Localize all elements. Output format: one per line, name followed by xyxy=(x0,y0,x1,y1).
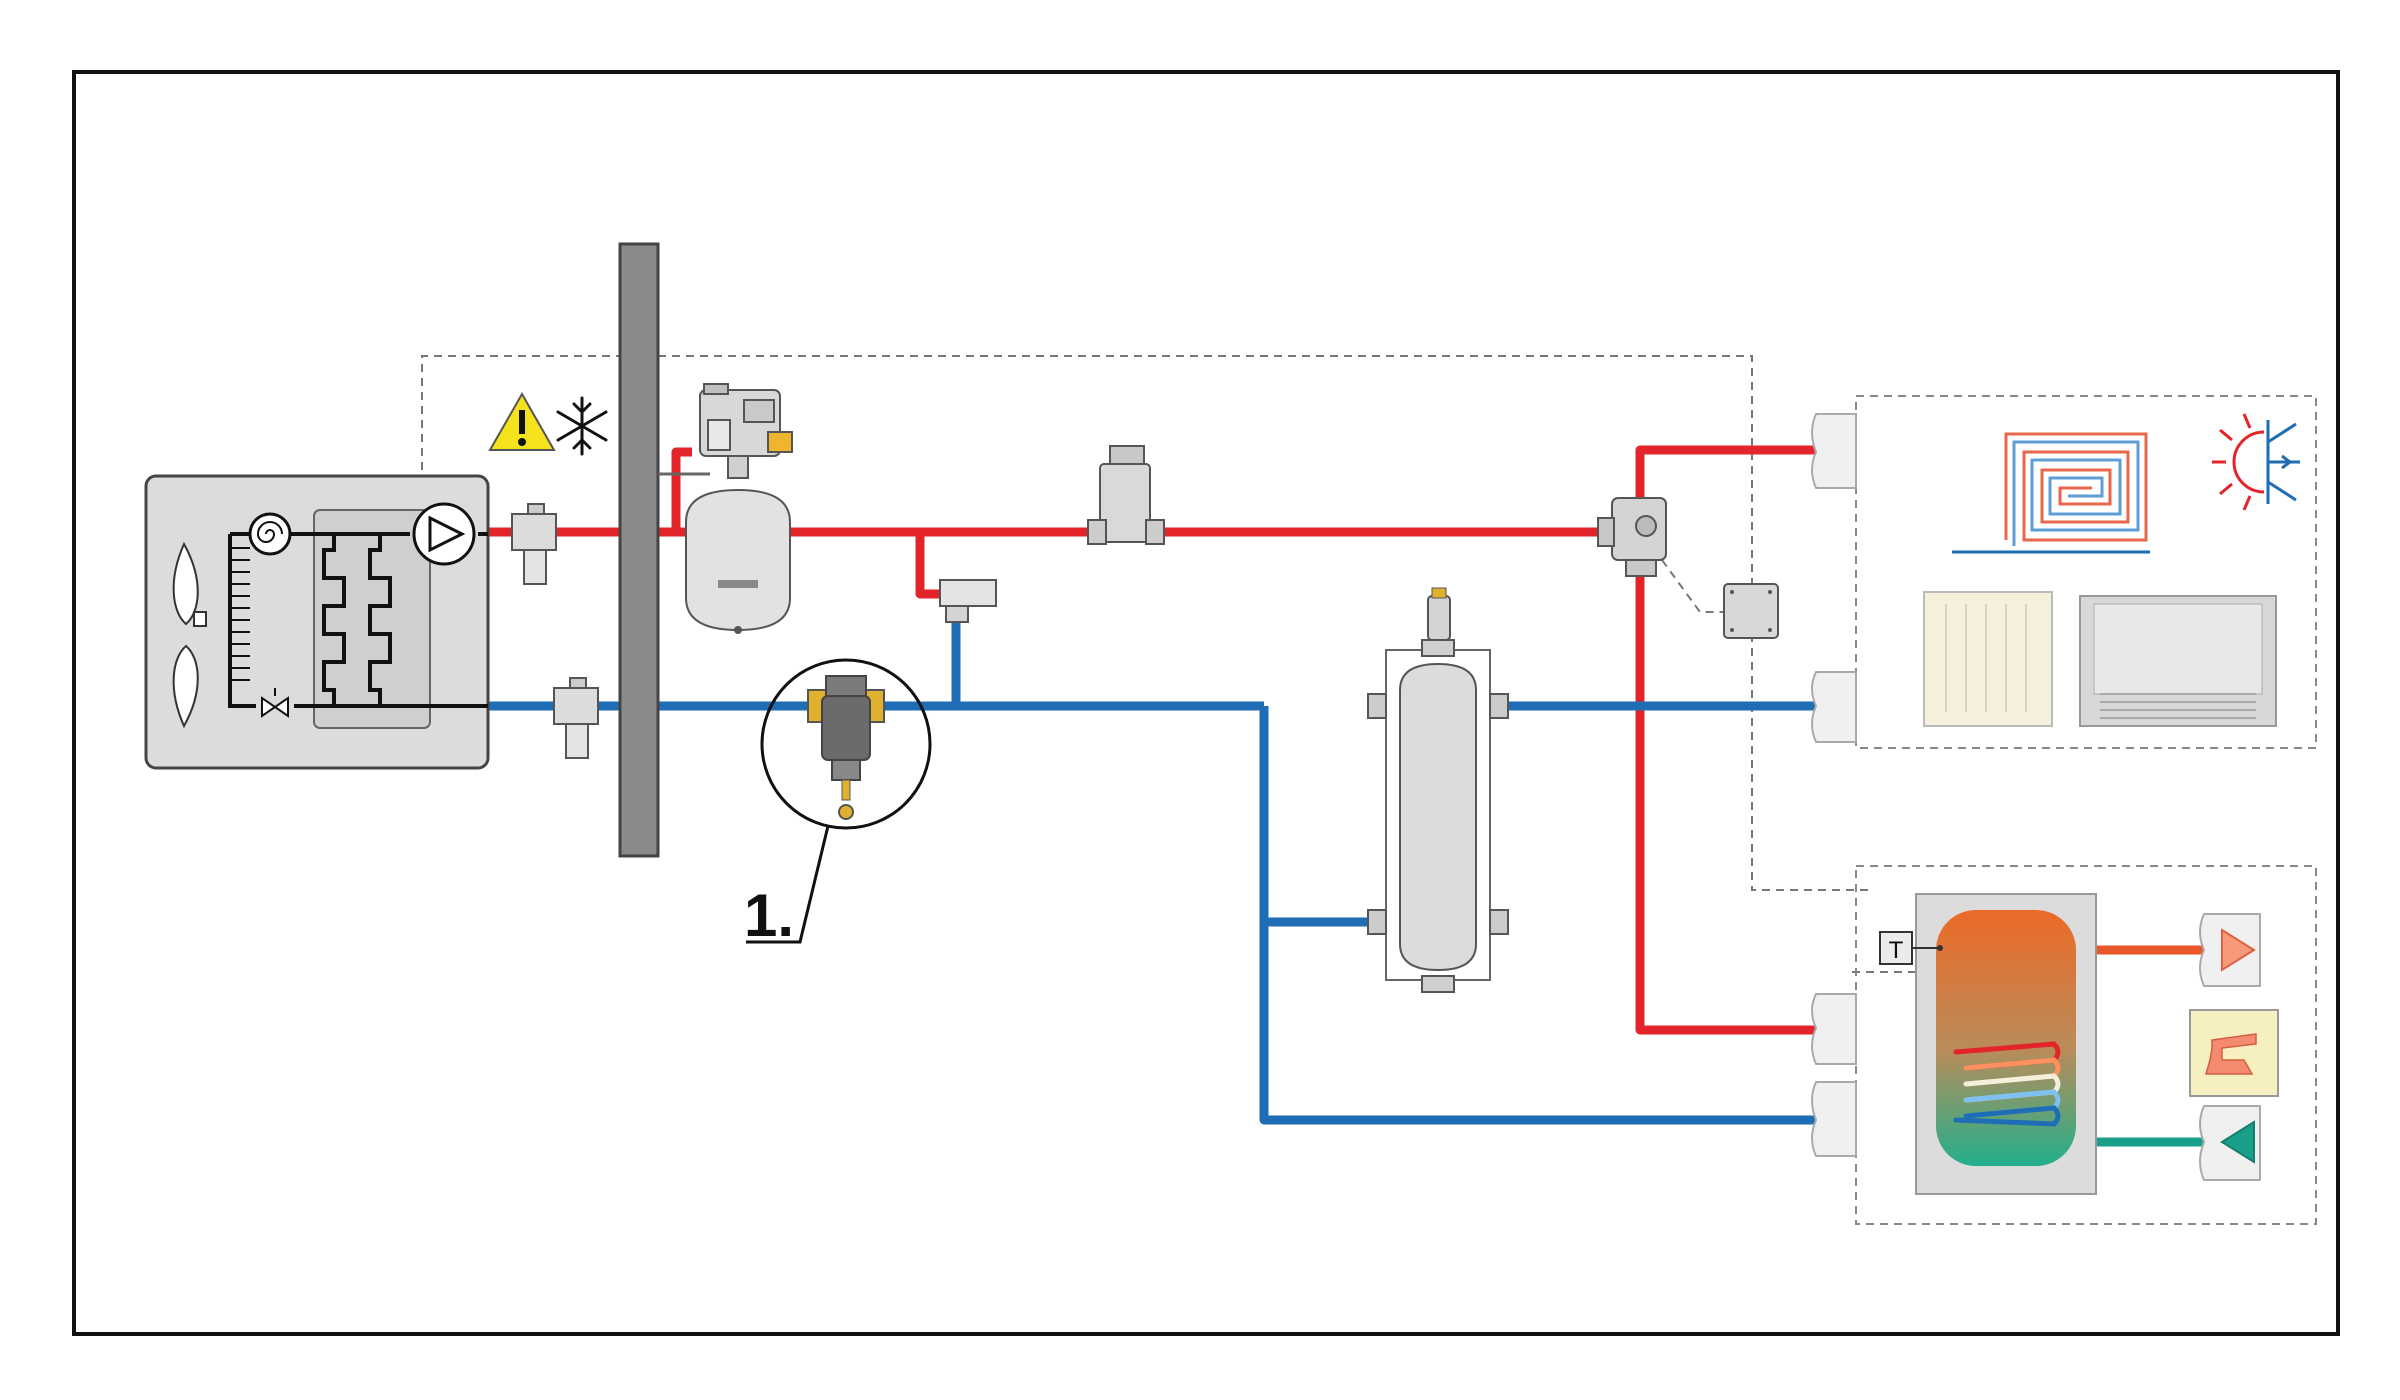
cold-inlet-arrow-icon xyxy=(2220,1120,2255,1164)
diverting-valve-icon xyxy=(1597,497,1667,577)
fan-coil-icon xyxy=(2079,595,2277,727)
snowflake-icon xyxy=(556,396,608,456)
compressor-icon xyxy=(248,512,292,556)
underfloor-heating-icon xyxy=(1952,432,2150,554)
magnetic-dirt-separator-icon xyxy=(807,675,885,820)
expansion-valve-icon xyxy=(261,688,289,718)
warning-icon xyxy=(488,391,556,451)
dhw-cylinder-icon xyxy=(1915,893,2097,1195)
callout-circle xyxy=(760,658,932,830)
emitters-area xyxy=(1855,395,2317,749)
radiator-icon xyxy=(1923,591,2053,727)
tap-icon xyxy=(2189,1009,2279,1097)
isolation-valve-return xyxy=(553,677,599,759)
heat-pump-icon xyxy=(144,474,490,770)
pipe-connection-tabs xyxy=(1811,413,2261,1181)
fan-icon xyxy=(172,541,207,729)
buffer-tank-icon xyxy=(1367,639,1509,993)
control-box-icon xyxy=(1723,583,1779,639)
hot-outlet-arrow-icon xyxy=(2221,928,2256,972)
circulation-pump-icon xyxy=(412,502,476,566)
air-vent-icon xyxy=(1087,445,1165,545)
automatic-vent-icon xyxy=(939,579,997,623)
callout-leader xyxy=(746,825,830,944)
thermostat-icon: T xyxy=(1879,931,1943,965)
tank-air-vent-icon xyxy=(1427,587,1451,641)
isolation-valve-flow xyxy=(511,503,557,585)
expansion-vessel-icon xyxy=(685,488,791,634)
callout-label: 1. xyxy=(744,882,794,949)
heat-cool-icon xyxy=(2212,413,2300,511)
thermostat-label: T xyxy=(1889,937,1904,964)
building-wall xyxy=(618,242,660,858)
safety-valve-group-icon xyxy=(699,383,793,479)
